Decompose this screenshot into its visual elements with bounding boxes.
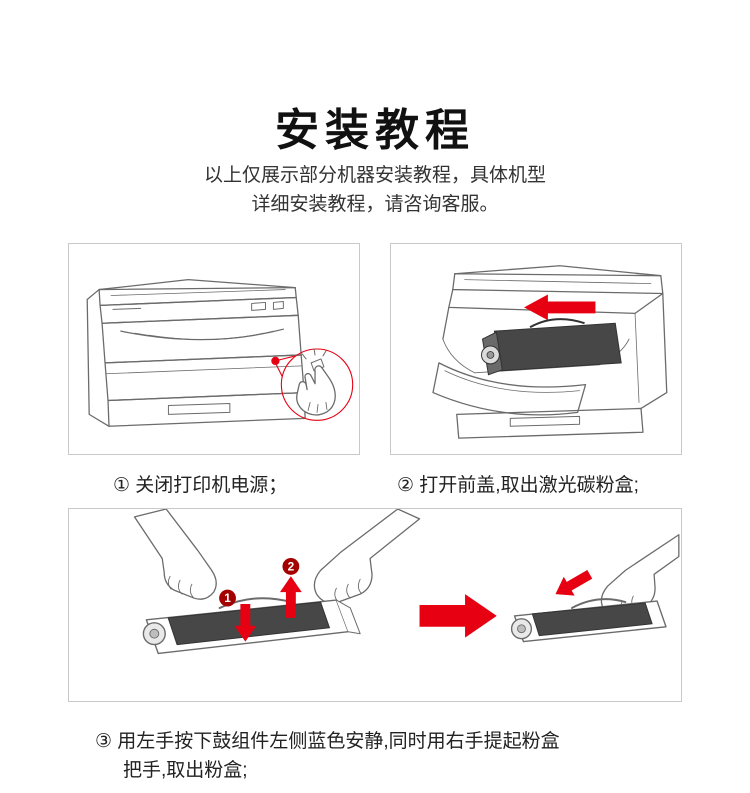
- right-hand-icon: [313, 509, 421, 604]
- step3-caption-line-1: ③ 用左手按下鼓组件左侧蓝色安静,同时用右手提起粉盒: [95, 731, 560, 752]
- toner-box-icon: [510, 598, 667, 643]
- subtitle-line-2: 详细安装教程，请咨询客服。: [251, 194, 499, 215]
- badge-1-label: 1: [224, 591, 231, 605]
- badge-1-icon: [219, 589, 236, 607]
- cartridge-with-hand: [510, 534, 680, 643]
- printer-open-illustration: [432, 265, 668, 439]
- drum-unit-with-hands: 2 1: [133, 509, 421, 655]
- step3-caption: ③ 用左手按下鼓组件左侧蓝色安静,同时用右手提起粉盒 把手,取出粉盒;: [95, 727, 560, 785]
- step2-illustration-panel: [390, 243, 682, 455]
- badge-2-icon: [282, 557, 300, 575]
- remove-direction-arrow-icon: [524, 294, 596, 321]
- printer-outline-icon: [86, 279, 306, 427]
- press-ticks-icon: [301, 348, 327, 360]
- page-subtitle: 以上仅展示部分机器安装教程，具体机型 详细安装教程，请咨询客服。: [0, 161, 750, 219]
- pull-out-arrow-icon: [555, 570, 593, 596]
- step1-illustration-panel: [68, 243, 360, 455]
- power-button-dot: [271, 356, 280, 366]
- step3-caption-line-2: 把手,取出粉盒;: [123, 760, 248, 781]
- press-down-arrow-icon: [234, 604, 257, 642]
- step1-caption: ① 关闭打印机电源；: [113, 475, 288, 496]
- page-title: 安装教程: [275, 106, 475, 155]
- lift-up-arrow-icon: [279, 576, 302, 618]
- printer-power-illustration: [86, 279, 354, 427]
- step2-caption: ② 打开前盖,取出激光碳粉盒;: [397, 475, 639, 496]
- step3-illustration-panel: 2 1: [68, 508, 682, 702]
- left-hand-icon: [133, 509, 217, 600]
- badge-2-label: 2: [288, 559, 295, 573]
- step-arrow-icon: [419, 594, 497, 638]
- drum-replacement-illustration: 2 1: [133, 509, 680, 655]
- subtitle-line-1: 以上仅展示部分机器安装教程，具体机型: [203, 165, 546, 186]
- pressing-hand-icon: [296, 348, 336, 416]
- magnifier-callout: [275, 348, 354, 421]
- magnifier-circle: [280, 348, 354, 421]
- toner-cartridge-icon: [481, 318, 622, 376]
